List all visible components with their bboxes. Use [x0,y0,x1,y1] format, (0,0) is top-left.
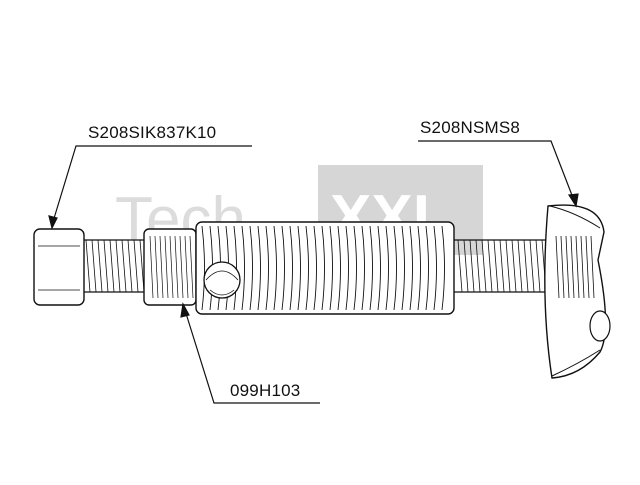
arrowhead-swivel-pad [567,193,579,208]
thread-line [305,225,309,311]
thread-line [570,235,575,299]
watermark: Tech XXL [115,165,483,255]
thread-line [257,225,261,311]
thread-line [417,225,421,311]
thread-line [517,239,523,293]
thread-line [85,239,91,293]
thread-line [179,235,184,299]
leader-threaded-bush [183,306,320,404]
thread-line [273,225,277,311]
thread-line [499,239,505,293]
thread-line [555,235,560,299]
thread-line [560,235,565,299]
thread-line [249,225,253,311]
thread-line [154,235,159,299]
thread-line [133,239,139,293]
thread-line [91,239,97,293]
thread-line [469,239,475,293]
thread-line [505,239,511,293]
thread-line [590,235,595,299]
thread-line [487,239,493,293]
arrowhead-set-screw [48,215,58,230]
thread-line [159,235,164,299]
thread-line [441,225,445,311]
thread-line [189,235,194,299]
thread-line [511,239,517,293]
thread-line [369,225,373,311]
thread-line [457,239,463,293]
thread-line [169,235,174,299]
thread-line [575,235,580,299]
thread-line [493,239,499,293]
thread-line [377,225,381,311]
callout-set-screw: S208SIK837K10 [88,123,217,142]
thread-line [201,225,205,311]
thread-line [115,239,121,293]
callout-threaded-bush: 099H103 [230,381,301,400]
arrowhead-threaded-bush [180,302,190,318]
thread-line [149,235,154,299]
swivel-pad [544,204,611,379]
thread-line [241,225,245,311]
thread-line [433,225,437,311]
thread-line [353,225,357,311]
thread-line [529,239,535,293]
thread-line [281,225,285,311]
leader-set-screw [51,145,252,226]
thread-line [233,225,237,311]
leader-swivel-pad [418,140,576,204]
thread-line [164,235,169,299]
threaded-bush [143,228,197,306]
thread-line [481,239,487,293]
thread-line [345,225,349,311]
thread-line [425,225,429,311]
leader-lines [48,140,579,404]
thread-line [463,239,469,293]
callout-swivel-pad: S208NSMS8 [420,118,521,137]
threaded-body [195,221,455,315]
thread-line [535,239,541,293]
thread-line [97,239,103,293]
thread-line [265,225,269,311]
thread-line [585,235,590,299]
thread-line [103,239,109,293]
thread-line [321,225,325,311]
thread-line [409,225,413,311]
thread-line [297,225,301,311]
thread-line [401,225,405,311]
thread-line [329,225,333,311]
thread-line [523,239,529,293]
thread-line [361,225,365,311]
thread-line [475,239,481,293]
thread-line [393,225,397,311]
thread-line [289,225,293,311]
thread-line [174,235,179,299]
thread-line [313,225,317,311]
thread-line [184,235,189,299]
socket-head [33,228,85,306]
thread-line [127,239,133,293]
thread-line [109,239,115,293]
thread-line [121,239,127,293]
thread-line [385,225,389,311]
thread-line [337,225,341,311]
thread-line [580,235,585,299]
thread-line [565,235,570,299]
